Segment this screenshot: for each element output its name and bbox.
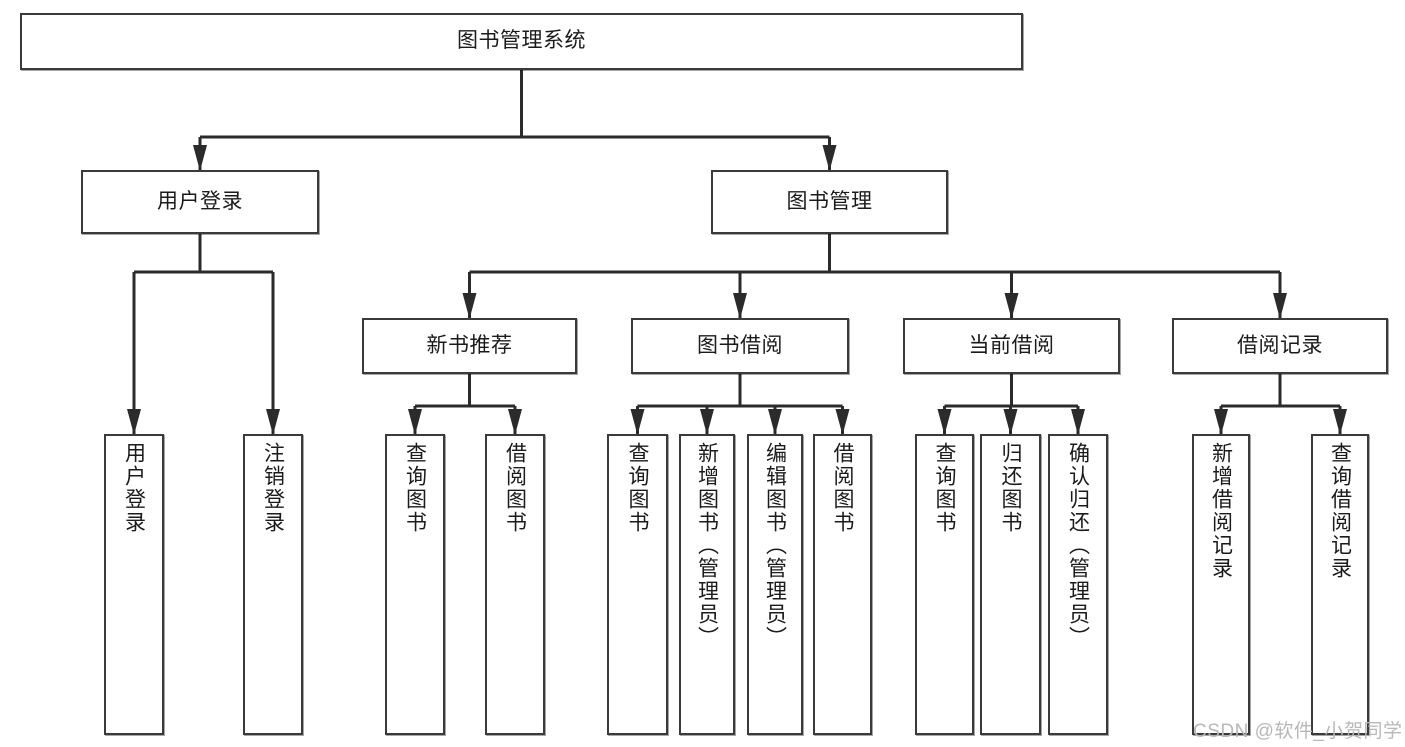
node-label: 查询图书: [933, 442, 956, 534]
node-label: 查询图书: [403, 442, 427, 534]
node-label: 用户登录: [157, 189, 243, 213]
node-current-borrow[interactable]: 当前借阅: [903, 318, 1120, 374]
node-leaf-query-record[interactable]: 查询借阅记录: [1311, 434, 1369, 735]
node-label: 新书推荐: [426, 333, 513, 357]
node-label: 确认归还（管理员）: [1066, 442, 1090, 649]
node-user-login[interactable]: 用户登录: [81, 170, 319, 234]
node-label: 图书借阅: [697, 333, 783, 357]
node-leaf-user-login[interactable]: 用户登录: [104, 434, 164, 735]
node-label: 查询图书: [626, 442, 649, 534]
node-leaf-edit-book[interactable]: 编辑图书（管理员）: [747, 434, 803, 735]
node-leaf-add-record[interactable]: 新增借阅记录: [1192, 434, 1250, 735]
node-leaf-query-book-1[interactable]: 查询图书: [385, 434, 445, 735]
node-label: 归还图书: [999, 442, 1022, 534]
node-label: 图书管理: [786, 189, 873, 213]
node-leaf-confirm-return[interactable]: 确认归还（管理员）: [1048, 434, 1108, 735]
node-borrow-record[interactable]: 借阅记录: [1172, 318, 1388, 374]
node-leaf-borrow-book-1[interactable]: 借阅图书: [485, 434, 545, 735]
node-label: 图书管理系统: [457, 29, 586, 53]
node-leaf-add-book[interactable]: 新增图书（管理员）: [679, 434, 735, 735]
node-label: 借阅图书: [503, 442, 527, 534]
node-leaf-query-book-3[interactable]: 查询图书: [915, 434, 974, 735]
node-leaf-borrow-book-2[interactable]: 借阅图书: [813, 434, 872, 735]
node-book-manage[interactable]: 图书管理: [711, 170, 948, 234]
node-label: 借阅图书: [831, 442, 854, 534]
node-label: 新增图书（管理员）: [695, 442, 719, 649]
node-new-book-recommend[interactable]: 新书推荐: [362, 318, 577, 374]
node-label: 查询借阅记录: [1328, 442, 1352, 580]
node-label: 当前借阅: [968, 333, 1055, 357]
node-leaf-user-logout[interactable]: 注销登录: [243, 434, 303, 735]
node-label: 借阅记录: [1237, 333, 1323, 357]
node-root[interactable]: 图书管理系统: [20, 13, 1023, 70]
node-label: 注销登录: [261, 442, 285, 534]
node-label: 编辑图书（管理员）: [763, 442, 787, 649]
node-book-borrow[interactable]: 图书借阅: [631, 318, 849, 374]
node-leaf-query-book-2[interactable]: 查询图书: [607, 434, 668, 735]
watermark-text: CSDN @软件_小贺同学: [1193, 721, 1403, 742]
node-label: 用户登录: [122, 442, 146, 534]
node-label: 新增借阅记录: [1209, 442, 1233, 580]
node-leaf-return-book[interactable]: 归还图书: [980, 434, 1041, 735]
